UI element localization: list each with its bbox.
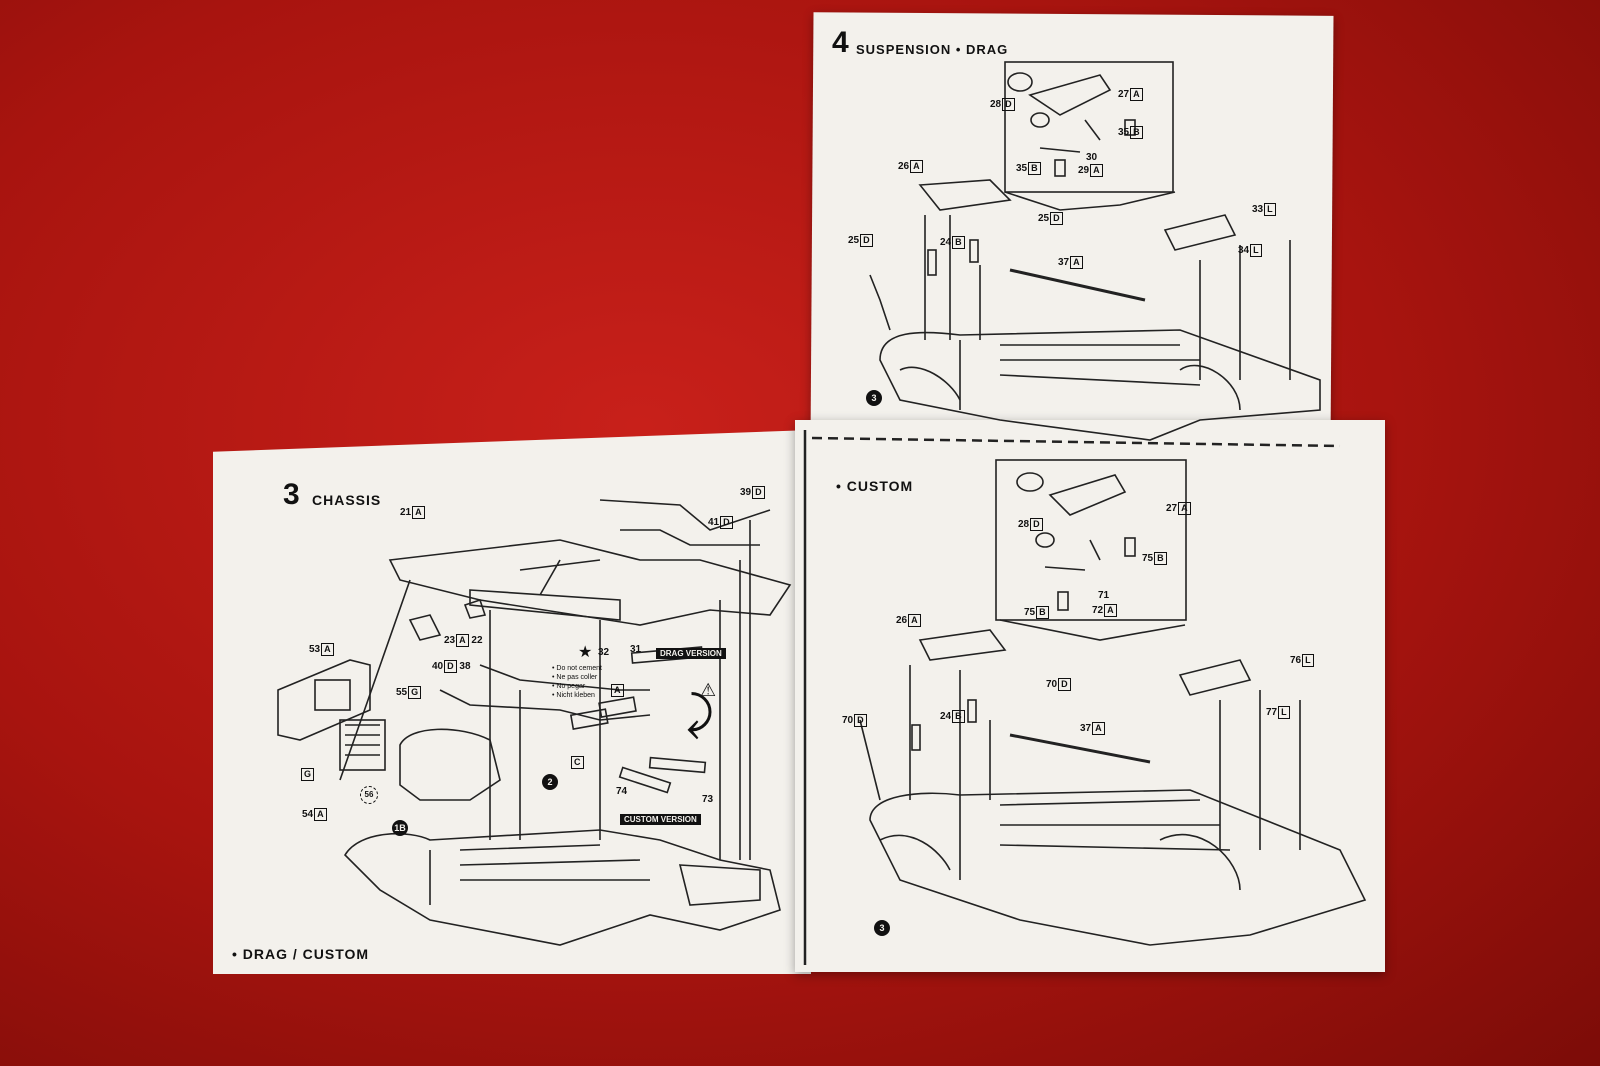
- part-label: C: [570, 756, 584, 769]
- part-label: 73: [702, 794, 714, 805]
- step-4-number: 4: [832, 26, 849, 59]
- step-ref-circle: 2: [542, 774, 558, 790]
- part-label: 31: [630, 644, 642, 655]
- drag-version-tag: DRAG VERSION: [656, 648, 726, 659]
- step-3-subtitle: • DRAG / CUSTOM: [232, 946, 370, 962]
- part-label: 32: [598, 647, 610, 658]
- step-ref-circle: 3: [866, 390, 882, 406]
- step-3-number: 3: [283, 478, 300, 511]
- part-label: 71: [1098, 590, 1110, 601]
- curved-arrow-icon: ⤸: [686, 686, 714, 740]
- part-label: G: [300, 768, 315, 781]
- step-ref-circle: 3: [874, 920, 890, 936]
- instruction-sheet-custom: [795, 420, 1385, 972]
- instruction-sheet-step3: [213, 430, 811, 974]
- step-ref-circle: 1B: [392, 820, 408, 836]
- cement-note: • Do not cement • Ne pas coller • No peg…: [552, 665, 602, 699]
- custom-title: • CUSTOM: [836, 478, 914, 494]
- step-3-title: CHASSIS: [312, 492, 382, 508]
- step-4-title: SUSPENSION • DRAG: [856, 42, 1009, 57]
- part-label: 30: [1086, 152, 1098, 163]
- star-icon: ★: [578, 642, 593, 661]
- warning-icon: ⚠: [700, 680, 717, 701]
- custom-version-tag: CUSTOM VERSION: [620, 814, 701, 825]
- part-label: A: [610, 684, 624, 697]
- part-label: 74: [616, 786, 628, 797]
- step-ref-circle: 56: [360, 786, 378, 804]
